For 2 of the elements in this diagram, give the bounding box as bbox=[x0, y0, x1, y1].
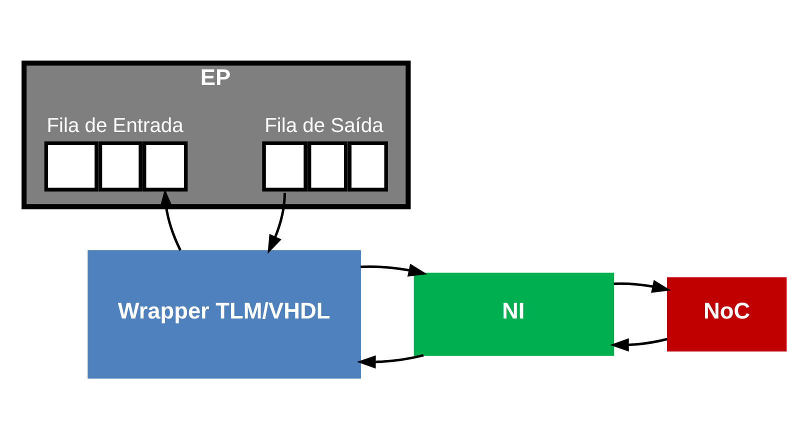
node-label: Fila de Saída bbox=[264, 114, 384, 137]
node-label: Fila de Entrada bbox=[46, 114, 184, 137]
